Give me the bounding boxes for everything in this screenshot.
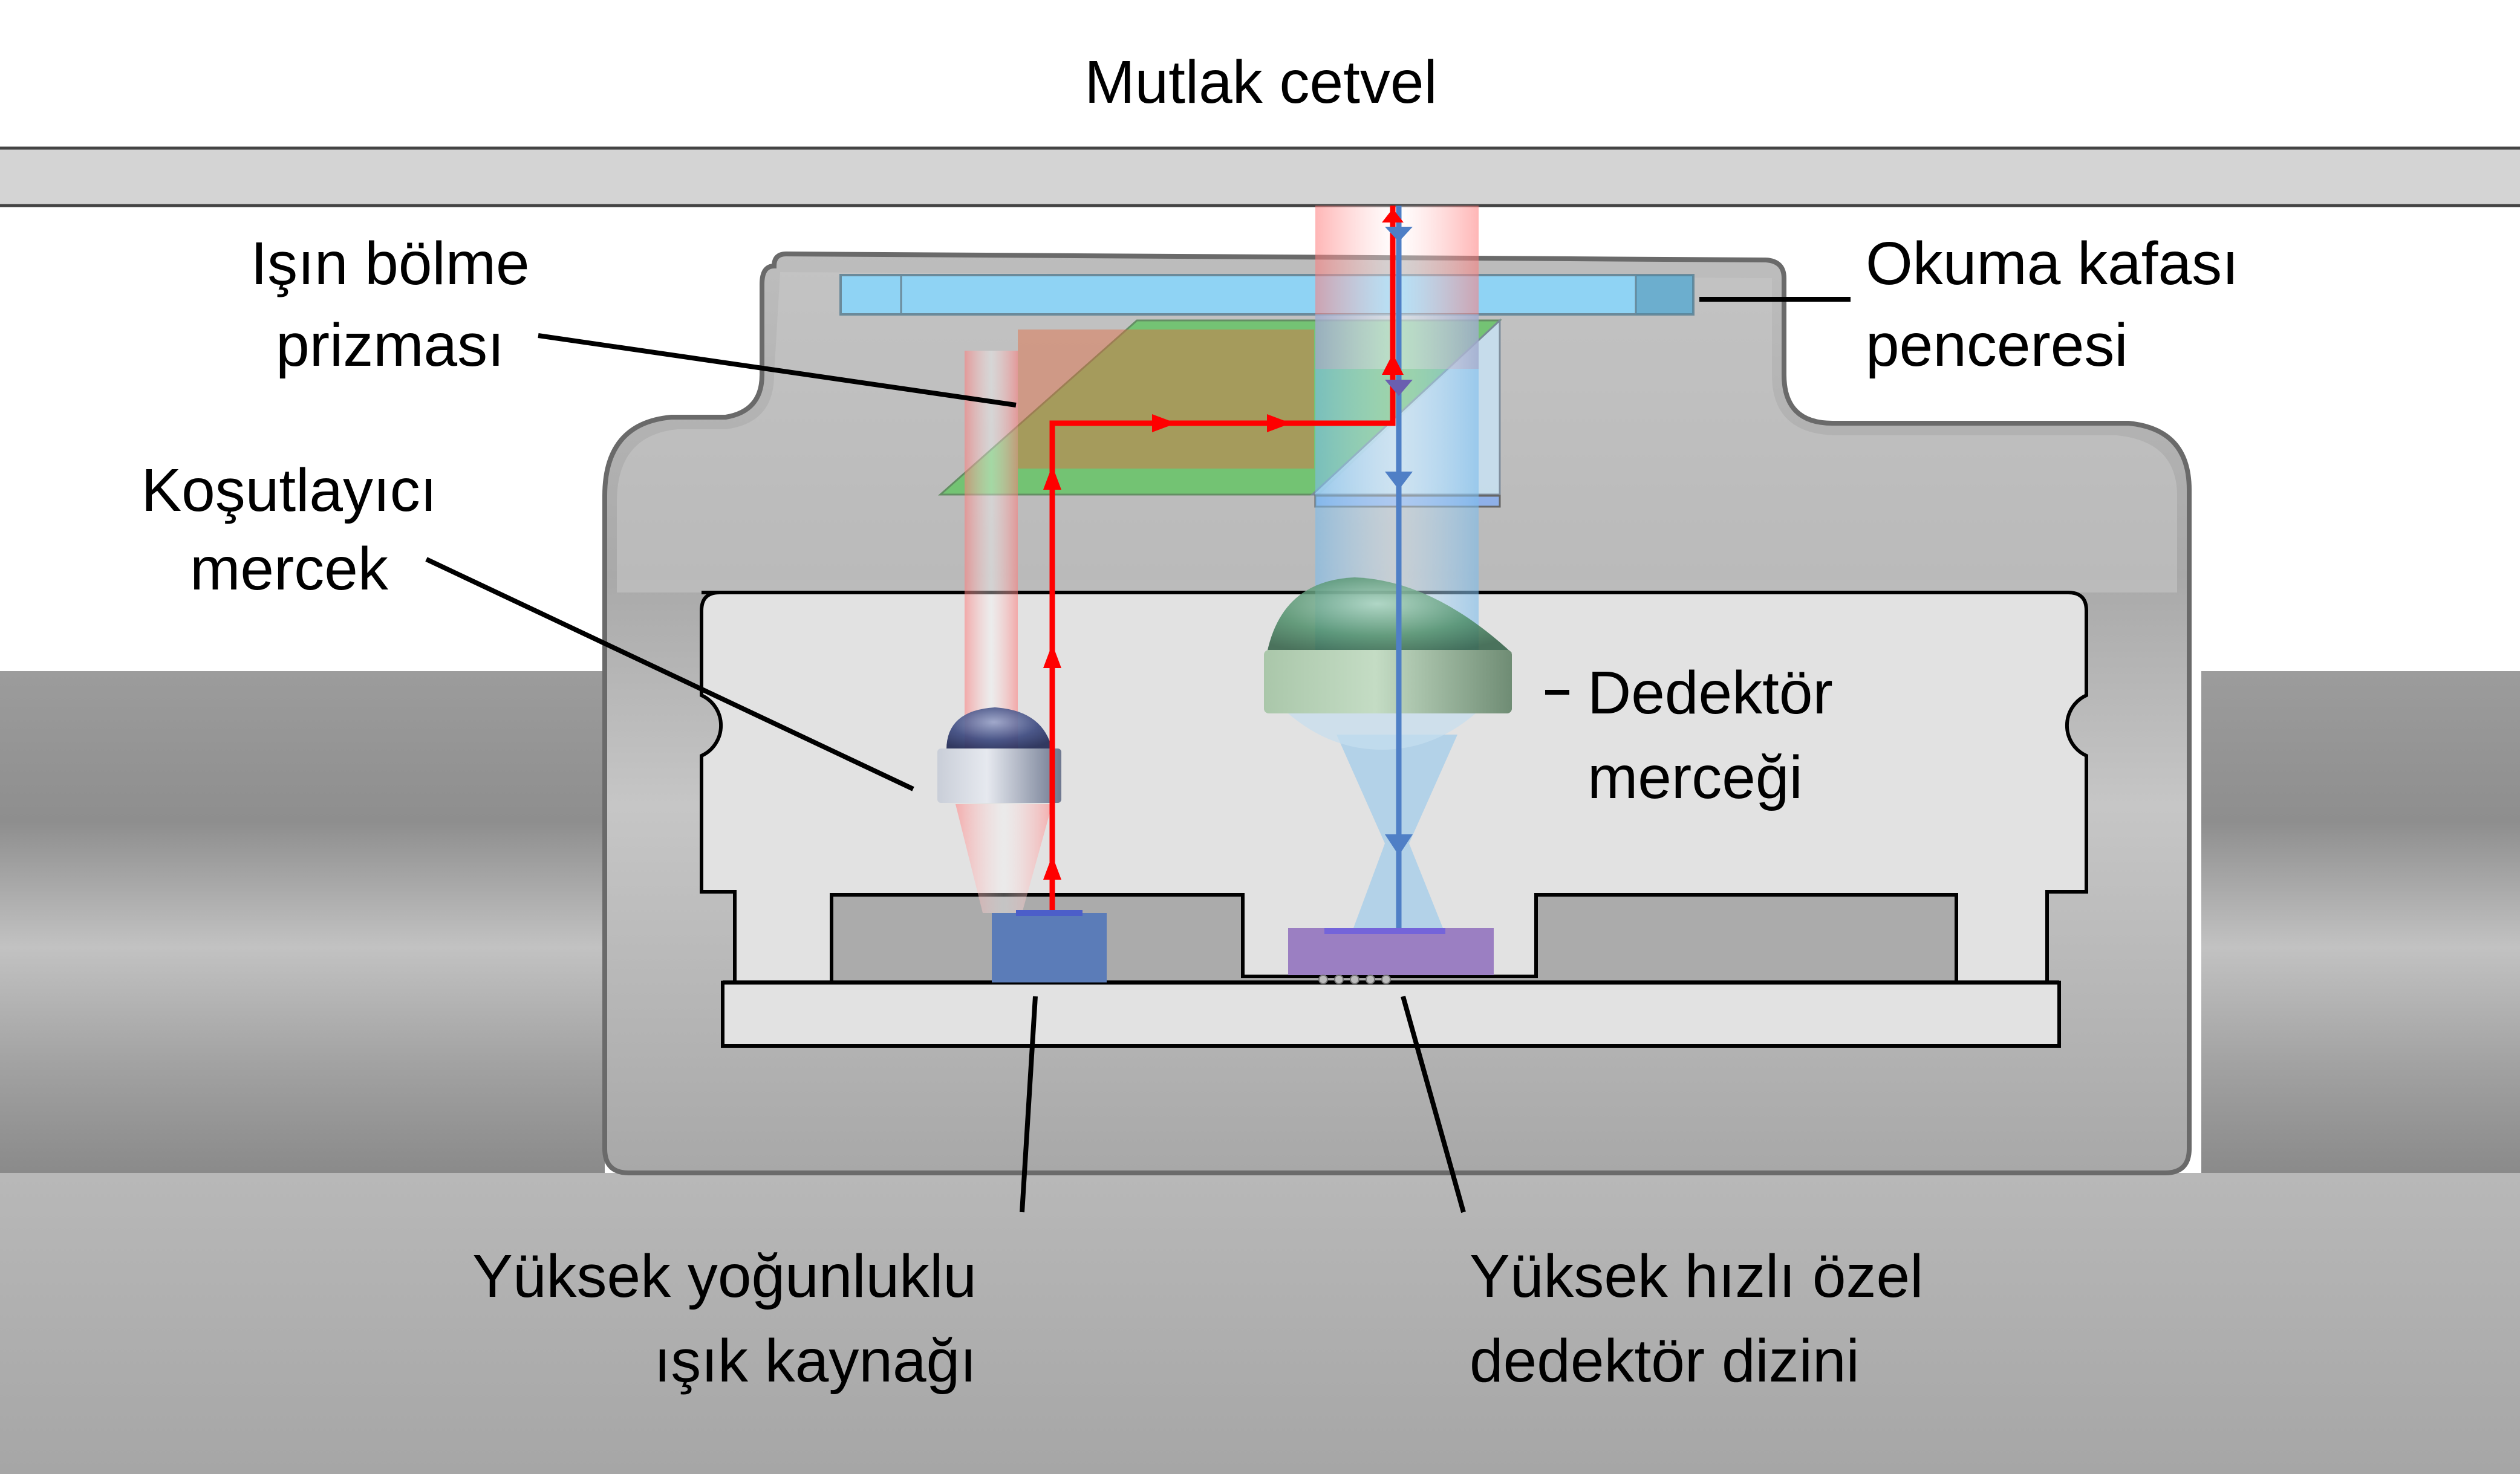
red-source-cone: [956, 804, 1052, 913]
detector-array-active-area: [1324, 928, 1445, 934]
leader-detector-array: [1401, 995, 1466, 1213]
collimator-lens-dome: [946, 707, 1052, 750]
leader-beam-splitter: [538, 333, 1017, 407]
detector-pin: [1381, 975, 1391, 984]
read-head-window: [839, 274, 1695, 316]
housing-right-arm: [2201, 671, 2520, 1173]
absolute-scale-bar: [0, 148, 2520, 206]
label-light-source-line1: Yüksek yoğunluklu: [472, 1242, 977, 1310]
red-arrow-up-icon: [1382, 209, 1404, 222]
blue-arrow-down-icon: [1385, 834, 1413, 856]
detector-array-pins: [1318, 975, 1391, 984]
housing-bottom: [0, 1173, 2520, 1474]
red-arrow-up-icon: [1043, 856, 1061, 880]
title-absolute-scale: Mutlak cetvel: [1084, 48, 1437, 116]
window-right-shade: [1636, 275, 1693, 314]
red-beam-band-horizontal: [1018, 330, 1314, 469]
label-detector-array-line2: dedektör dizini: [1470, 1327, 1860, 1395]
detector-lens-bottom: [1288, 713, 1476, 750]
blue-arrow-down-icon: [1385, 227, 1413, 242]
red-arrow-right-icon: [1152, 414, 1176, 432]
leader-collimator-lens: [425, 557, 914, 791]
red-arrow-up-icon: [1043, 466, 1061, 490]
light-source-emitter: [1016, 910, 1083, 916]
detector-pin: [1334, 975, 1344, 984]
label-read-head-window-line2: penceresi: [1866, 311, 2128, 379]
blue-arrow-down-icon: [1385, 380, 1413, 396]
housing-left-arm: [0, 671, 605, 1173]
collimated-red-beam: [965, 351, 1018, 750]
detector-array: [1288, 928, 1494, 975]
label-beam-splitter-line2: prizması: [276, 311, 504, 379]
leader-light-source: [1020, 996, 1038, 1213]
blue-arrow-down-icon: [1385, 472, 1413, 490]
red-arrow-right-icon: [1267, 414, 1291, 432]
label-read-head-window-line1: Okuma kafası: [1866, 230, 2239, 297]
label-collimator-lens-line1: Koşutlayıcı: [141, 456, 437, 524]
label-detector-lens-line1: Dedektör: [1587, 659, 1833, 727]
detector-pin: [1350, 975, 1359, 984]
label-detector-lens-line2: merceği: [1587, 744, 1803, 811]
collimator-lens-body: [937, 748, 1061, 803]
light-source: [992, 913, 1107, 982]
detector-pin: [1318, 975, 1328, 984]
label-collimator-lens-line2: mercek: [190, 535, 389, 603]
red-arrow-up-icon: [1043, 644, 1061, 668]
detector-pin: [1366, 975, 1375, 984]
label-light-source-line2: ışık kaynağı: [654, 1327, 977, 1395]
label-beam-splitter-line1: Işın bölme: [250, 230, 529, 297]
detector-lens-body: [1264, 650, 1512, 713]
red-arrow-up-icon: [1382, 354, 1404, 375]
label-detector-array-line1: Yüksek hızlı özel: [1470, 1242, 1923, 1310]
detector-lens-dome: [1267, 577, 1512, 653]
